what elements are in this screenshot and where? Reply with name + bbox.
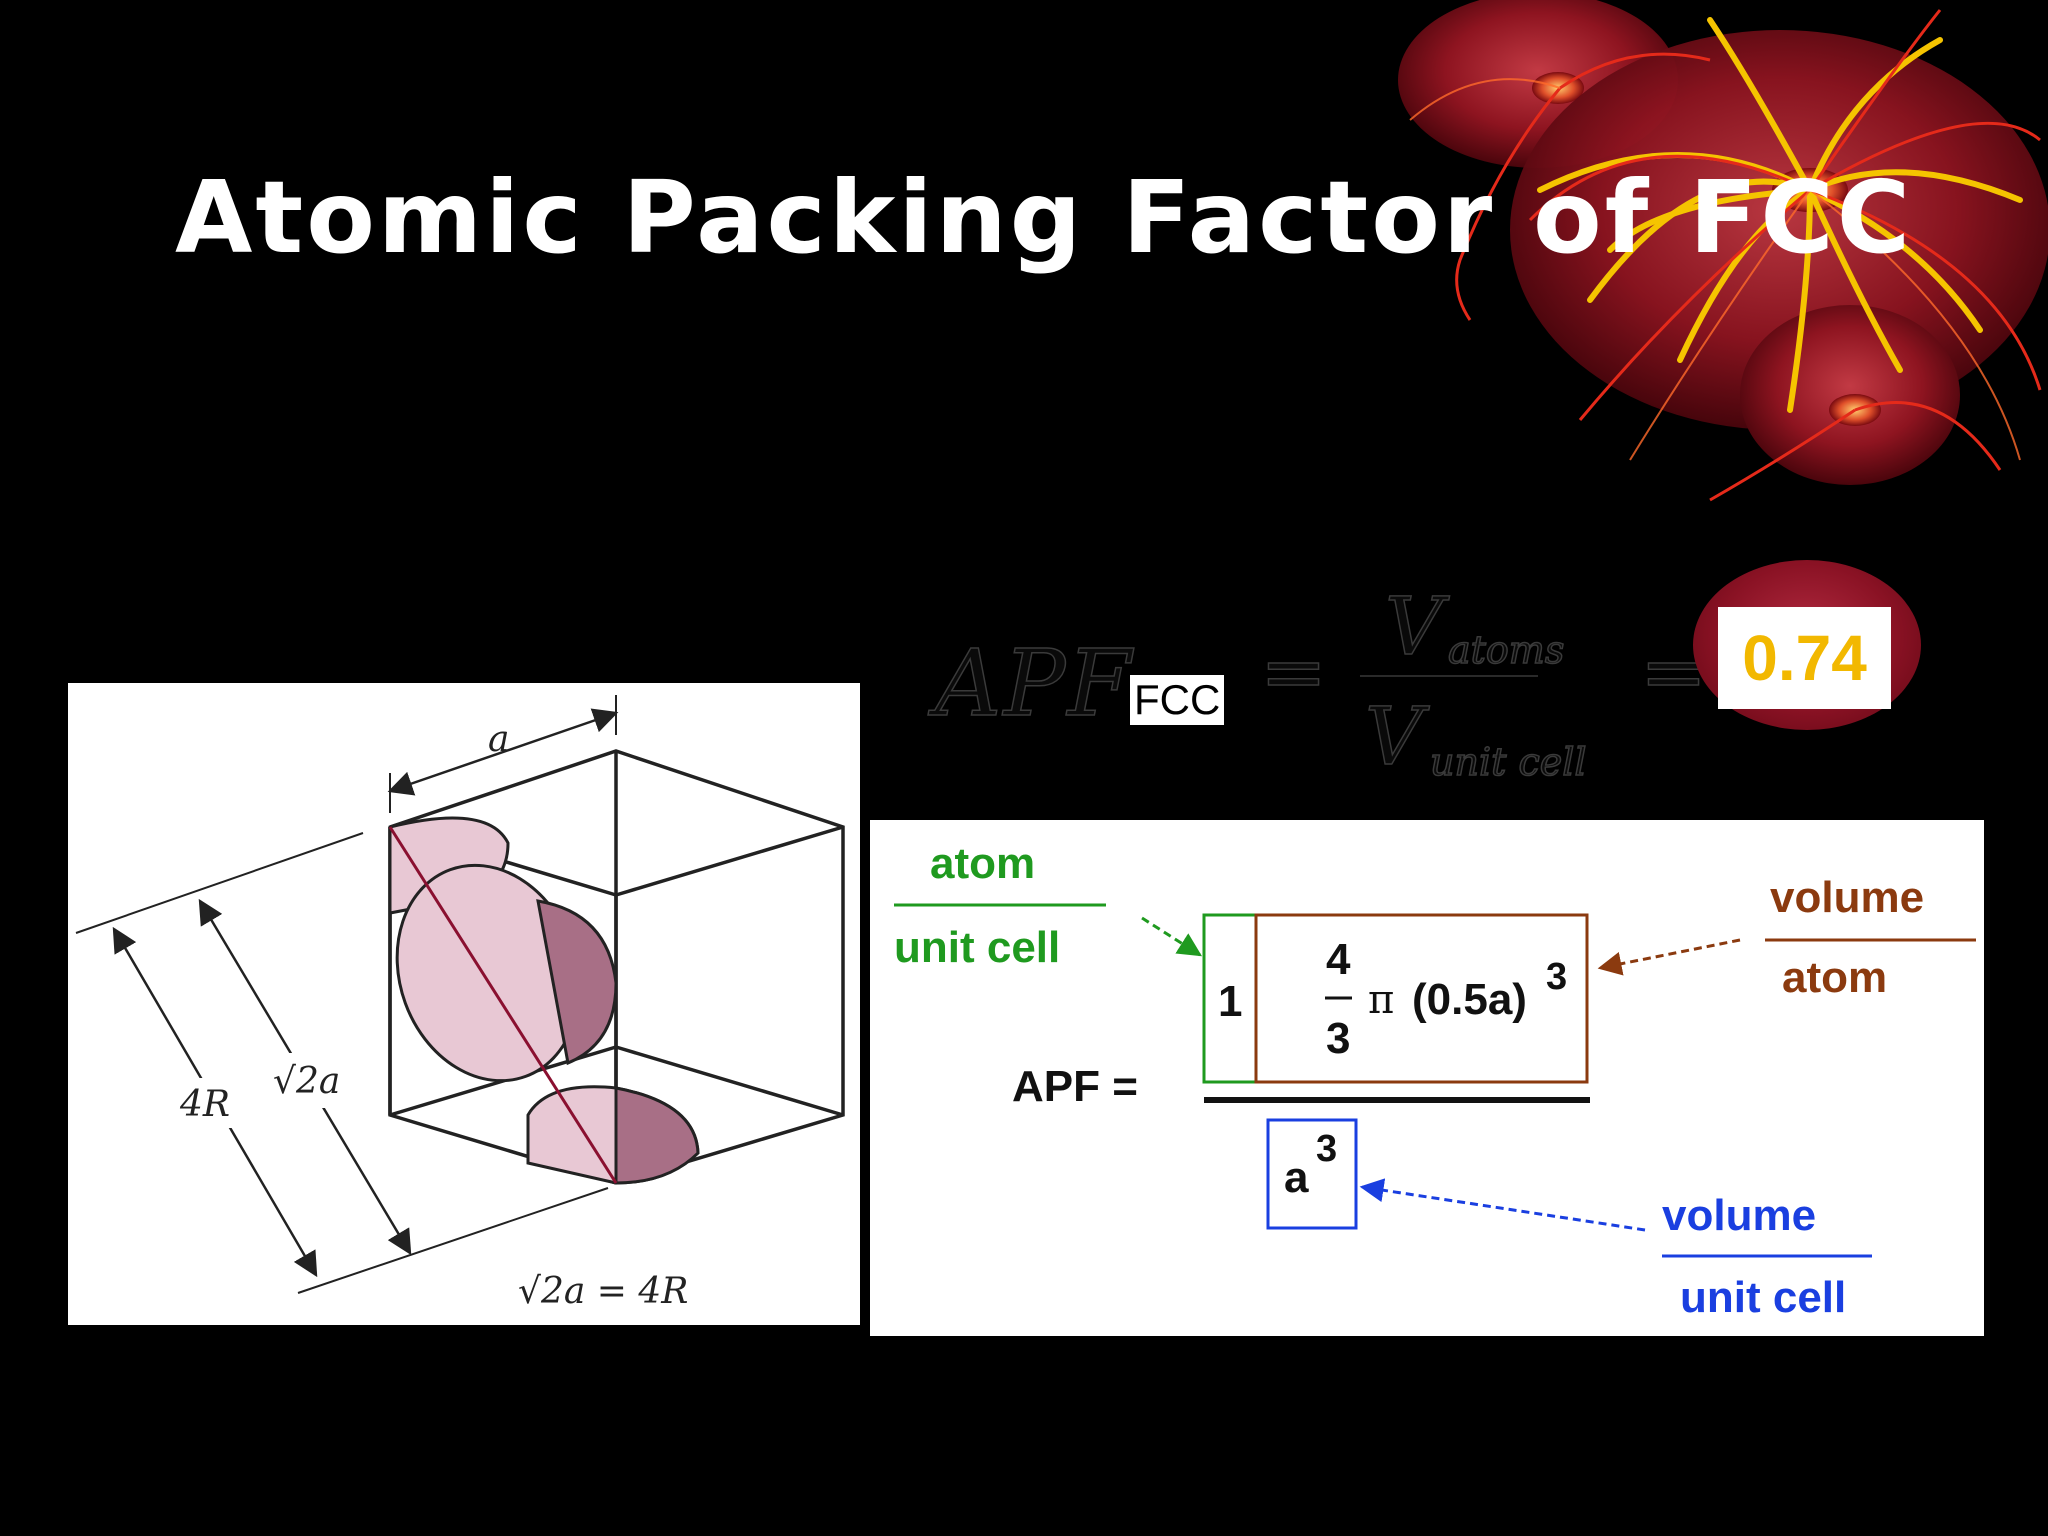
apf-calculation-diagram: atom unit cell volume atom volume unit c… — [870, 820, 1984, 1336]
a-label: a — [488, 719, 509, 760]
equals-sign: = — [1259, 624, 1328, 719]
fraction-line — [1360, 675, 1538, 677]
decorative-flower-graphic — [1398, 0, 2048, 502]
apf-formula: APF FCC = V atoms V unit cell = — [930, 579, 1830, 805]
fcc-unit-cell-figure: a 4R √2a √2a = 4R — [68, 683, 860, 1325]
atom-label-2: atom — [1782, 953, 1888, 1002]
volume-label-atom: volume — [1770, 873, 1925, 922]
radius-exponent: 3 — [1546, 956, 1568, 998]
denominator-base: a — [1284, 1153, 1309, 1202]
four-r-label: 4R — [179, 1084, 230, 1125]
apf-diagram-lines — [894, 903, 1976, 1258]
result-value: 0.74 — [1718, 607, 1891, 709]
unit-cell-label-2: unit cell — [1680, 1273, 1847, 1322]
denominator-exponent: 3 — [1316, 1128, 1338, 1170]
apf-symbol: APF — [934, 629, 1134, 738]
fcc-cube-drawing: a 4R √2a √2a = 4R — [75, 695, 845, 1312]
radius-term: (0.5a) — [1412, 975, 1527, 1024]
unit-cell-label: unit cell — [894, 923, 1061, 972]
fraction-numerator: 4 — [1326, 935, 1351, 984]
fcc-subscript: FCC — [1130, 675, 1225, 726]
apf-equals-label: APF = — [1012, 1062, 1138, 1111]
atoms-subscript: atoms — [1447, 627, 1565, 673]
atom-label: atom — [930, 839, 1036, 888]
atom-count: 1 — [1218, 977, 1243, 1026]
v-atoms-symbol: V — [1384, 579, 1443, 674]
unit-cell-subscript: unit cell — [1429, 739, 1587, 785]
root-two-a-label: √2a — [273, 1061, 340, 1102]
relation-label: √2a = 4R — [518, 1271, 688, 1312]
v-unit-cell-symbol: V — [1364, 689, 1423, 784]
pi-symbol: π — [1368, 977, 1395, 1023]
volume-label-cell: volume — [1662, 1191, 1817, 1240]
slide-title: Atomic Packing Factor of FCC — [175, 159, 1914, 276]
fraction-denominator: 3 — [1326, 1014, 1351, 1063]
